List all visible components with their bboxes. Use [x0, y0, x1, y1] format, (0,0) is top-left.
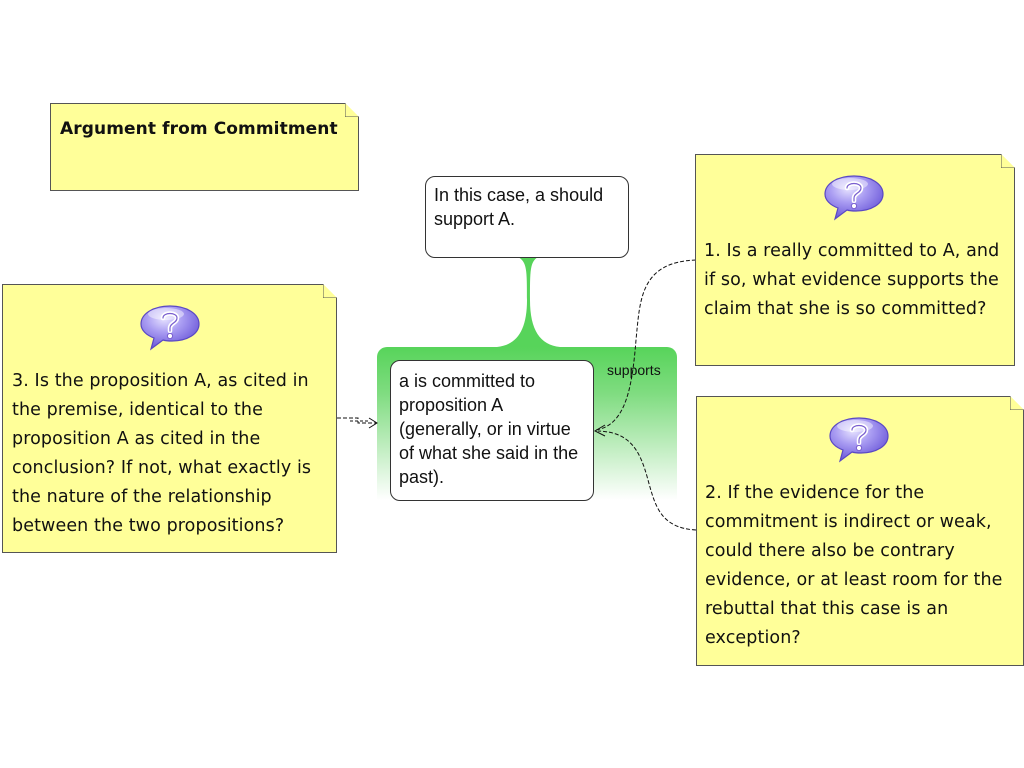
critical-question-note-3[interactable]: 3. Is the proposition A, as cited in the… — [2, 284, 337, 553]
note-fold-corner — [1001, 154, 1015, 168]
arrowhead-premise-right — [593, 424, 606, 437]
critical-question-3-text: 3. Is the proposition A, as cited in the… — [12, 371, 312, 536]
conclusion-box[interactable]: In this case, a should support A. — [425, 176, 629, 258]
premise-box[interactable]: a is committed to proposition A (general… — [390, 360, 594, 501]
question-bubble-icon — [828, 415, 890, 465]
cq2-connector — [597, 430, 697, 531]
cq1-connector — [595, 259, 697, 431]
note-fold-corner — [345, 103, 359, 117]
arrowhead-premise-left — [368, 417, 378, 429]
support-stem — [497, 257, 560, 347]
supports-label: supports — [607, 362, 661, 378]
scheme-title-note[interactable]: Argument from Commitment — [50, 103, 359, 191]
question-bubble-icon — [823, 173, 885, 223]
scheme-title: Argument from Commitment — [60, 119, 338, 139]
note-fold-corner — [1010, 396, 1024, 410]
conclusion-text: In this case, a should support A. — [434, 185, 604, 229]
question-bubble-icon — [139, 303, 201, 353]
premise-text: a is committed to proposition A (general… — [399, 371, 579, 487]
critical-question-2-text: 2. If the evidence for the commitment is… — [705, 483, 1003, 648]
critical-question-note-2[interactable]: 2. If the evidence for the commitment is… — [696, 396, 1024, 666]
critical-question-note-1[interactable]: 1. Is a really committed to A, and if so… — [695, 154, 1015, 366]
critical-question-1-text: 1. Is a really committed to A, and if so… — [704, 241, 1000, 319]
note-fold-corner — [323, 284, 337, 298]
